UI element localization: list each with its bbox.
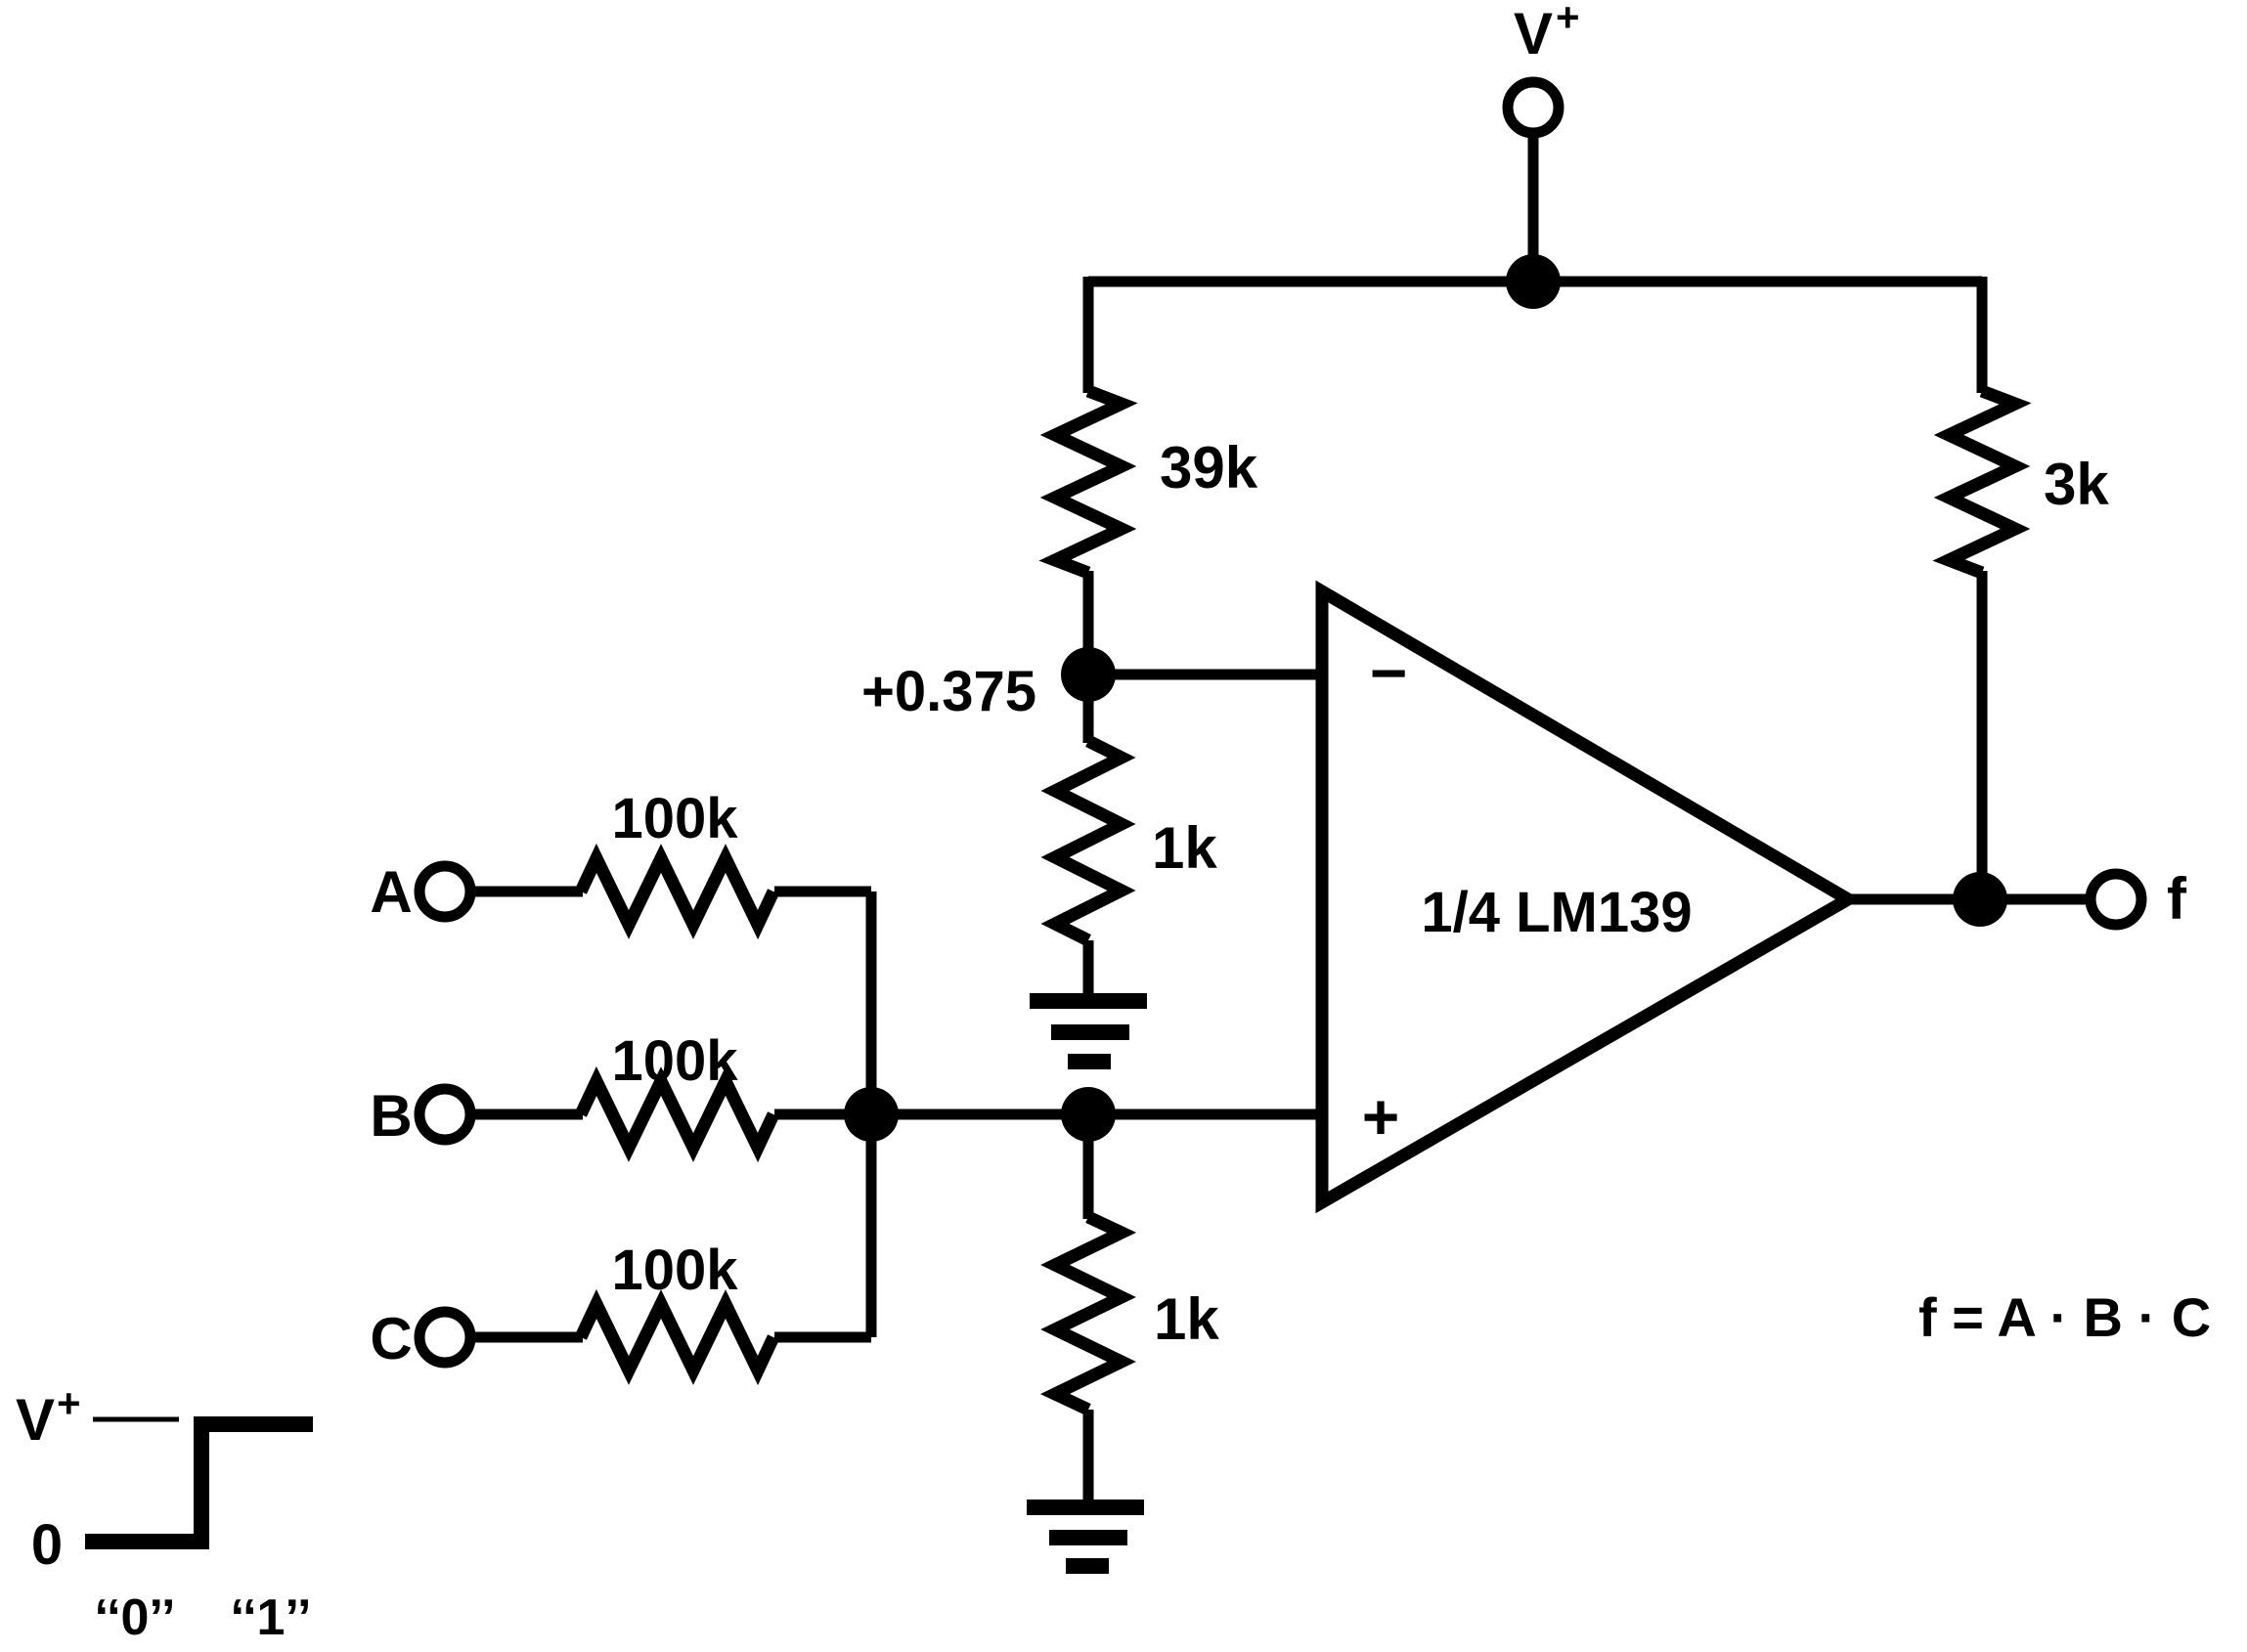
resistor-100k-a — [575, 843, 779, 940]
noninverting-node-dot — [1061, 1087, 1116, 1142]
resistor-100k-a-label: 100k — [611, 787, 738, 850]
waveform-step-trace — [85, 1416, 313, 1549]
resistor-1k-reference-label: 1k — [1152, 815, 1217, 881]
waveform-vplus-superscript: + — [57, 1380, 81, 1426]
comparator-label: 1/4 LM139 — [1421, 881, 1692, 944]
output-node-dot — [1953, 872, 2007, 927]
reference-node-dot — [1061, 647, 1116, 702]
supply-terminal — [1502, 76, 1564, 139]
ground-symbol-reference — [1030, 993, 1147, 1069]
supply-label: V — [1514, 1, 1553, 66]
input-a-label: A — [370, 859, 412, 925]
equation-label: f = A · B · C — [1918, 1286, 2211, 1348]
waveform-logic-low-label: ‘‘0’’ — [95, 1589, 176, 1646]
input-b-terminal — [414, 1083, 476, 1146]
resistor-39k — [1038, 384, 1138, 580]
resistor-1k-reference — [1040, 735, 1136, 946]
resistor-3k — [1932, 384, 2032, 580]
resistor-100k-b-label: 100k — [611, 1029, 738, 1093]
output-label: f — [2167, 866, 2187, 932]
waveform-vplus-label: V — [16, 1387, 55, 1453]
resistor-1k-input — [1039, 1211, 1137, 1415]
supply-label-superscript: + — [1556, 0, 1580, 40]
ground-symbol-input — [1027, 1500, 1144, 1574]
noninverting-input-marker: + — [1362, 1080, 1400, 1152]
resistor-39k-label: 39k — [1160, 435, 1258, 500]
resistor-100k-c — [575, 1288, 779, 1386]
comparator-triangle — [1315, 580, 1861, 1214]
input-a-terminal — [414, 860, 476, 923]
input-c-terminal — [414, 1306, 476, 1369]
input-b-label: B — [370, 1083, 412, 1149]
resistor-100k-b — [575, 1065, 779, 1163]
resistor-3k-label: 3k — [2044, 452, 2109, 517]
waveform-logic-high-label: ‘‘1’’ — [231, 1589, 312, 1646]
output-terminal — [2085, 868, 2147, 931]
supply-node-dot — [1506, 254, 1561, 309]
input-c-label: C — [370, 1306, 412, 1371]
resistor-100k-c-label: 100k — [611, 1239, 738, 1302]
resistor-1k-input-label: 1k — [1154, 1286, 1219, 1352]
reference-voltage-label: +0.375 — [861, 660, 1036, 723]
inverting-input-marker: − — [1370, 636, 1408, 709]
waveform-zero-label: 0 — [31, 1513, 63, 1577]
summing-node-dot — [844, 1087, 899, 1142]
